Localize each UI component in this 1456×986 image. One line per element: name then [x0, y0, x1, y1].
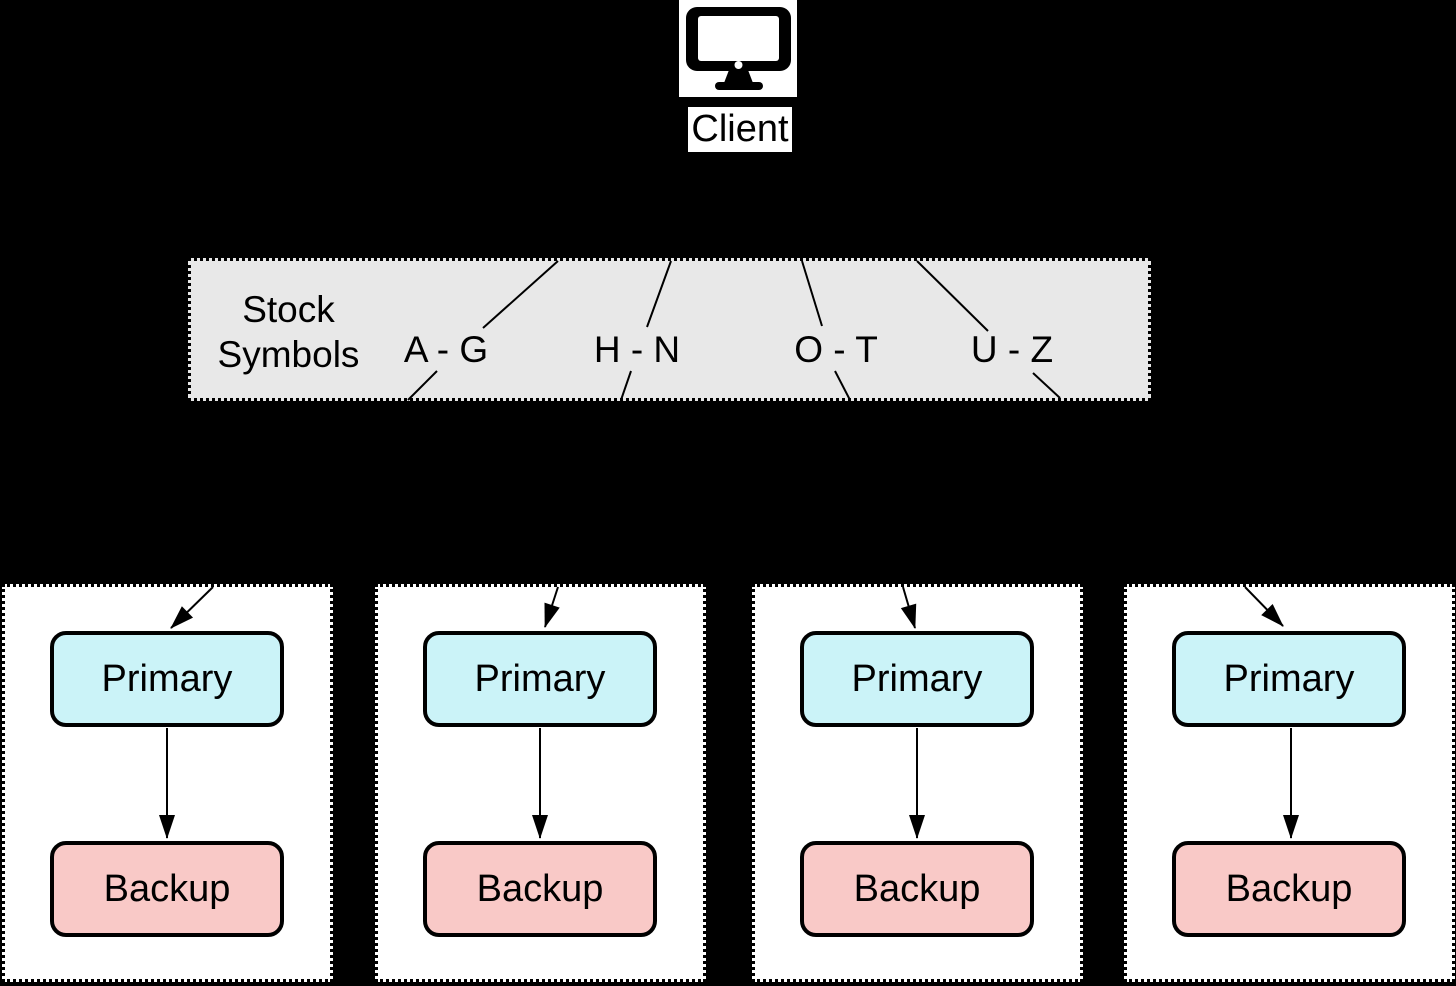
backup-node-4: Backup [1172, 841, 1406, 937]
server-group-3: Primary Backup [752, 584, 1083, 982]
backup-node-2: Backup [423, 841, 657, 937]
backup-node-3: Backup [800, 841, 1034, 937]
router-edges [407, 260, 1061, 401]
stock-symbols-title: Stock Symbols [196, 287, 381, 377]
range-label-a-g: A - G [403, 329, 489, 370]
server-group-2: Primary Backup [375, 584, 706, 982]
primary-node-2: Primary [423, 631, 657, 727]
group-edges-3 [900, 586, 925, 839]
primary-node-1: Primary [50, 631, 284, 727]
range-label-h-n: H - N [593, 329, 681, 370]
primary-node-4: Primary [1172, 631, 1406, 727]
client-label: Client [688, 107, 792, 152]
group-edges-4 [1244, 586, 1299, 839]
monitor-icon [686, 7, 791, 90]
stock-symbols-title-line2: Symbols [217, 334, 360, 375]
group-edges-1 [159, 586, 214, 839]
server-group-4: Primary Backup [1124, 584, 1455, 982]
stock-symbols-box: Stock Symbols A - G H - N O - T U - Z [188, 258, 1151, 401]
server-group-1: Primary Backup [2, 584, 333, 982]
stock-symbols-title-line1: Stock [242, 289, 335, 330]
range-label-o-t: O - T [794, 329, 878, 370]
backup-node-1: Backup [50, 841, 284, 937]
group-edges-2 [532, 586, 560, 839]
primary-node-3: Primary [800, 631, 1034, 727]
client-icon [679, 0, 797, 97]
range-label-u-z: U - Z [970, 329, 1054, 370]
